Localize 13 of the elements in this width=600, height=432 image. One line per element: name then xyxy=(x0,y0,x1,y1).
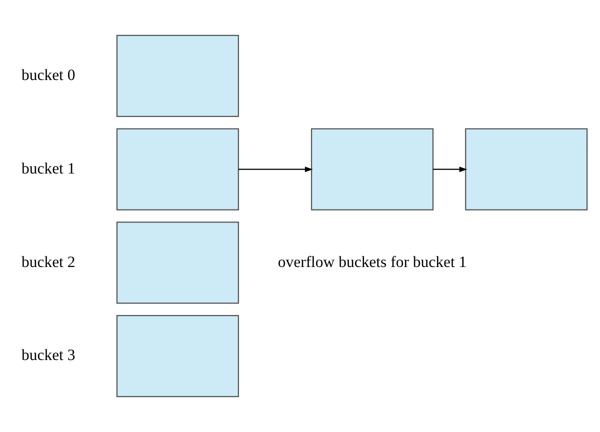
arrow xyxy=(238,166,313,172)
node-box xyxy=(116,314,239,398)
node-box xyxy=(310,128,434,210)
arrow xyxy=(433,166,468,172)
node-label: bucket 3 xyxy=(21,347,76,364)
node-label: bucket 0 xyxy=(21,67,76,84)
node-box xyxy=(116,222,239,304)
label: overflow buckets for bucket 1 xyxy=(278,254,467,271)
node-label: bucket 2 xyxy=(21,254,76,271)
node-box xyxy=(116,128,239,210)
node-label: bucket 1 xyxy=(21,160,76,178)
node-box xyxy=(116,34,239,118)
node-box xyxy=(465,128,588,210)
